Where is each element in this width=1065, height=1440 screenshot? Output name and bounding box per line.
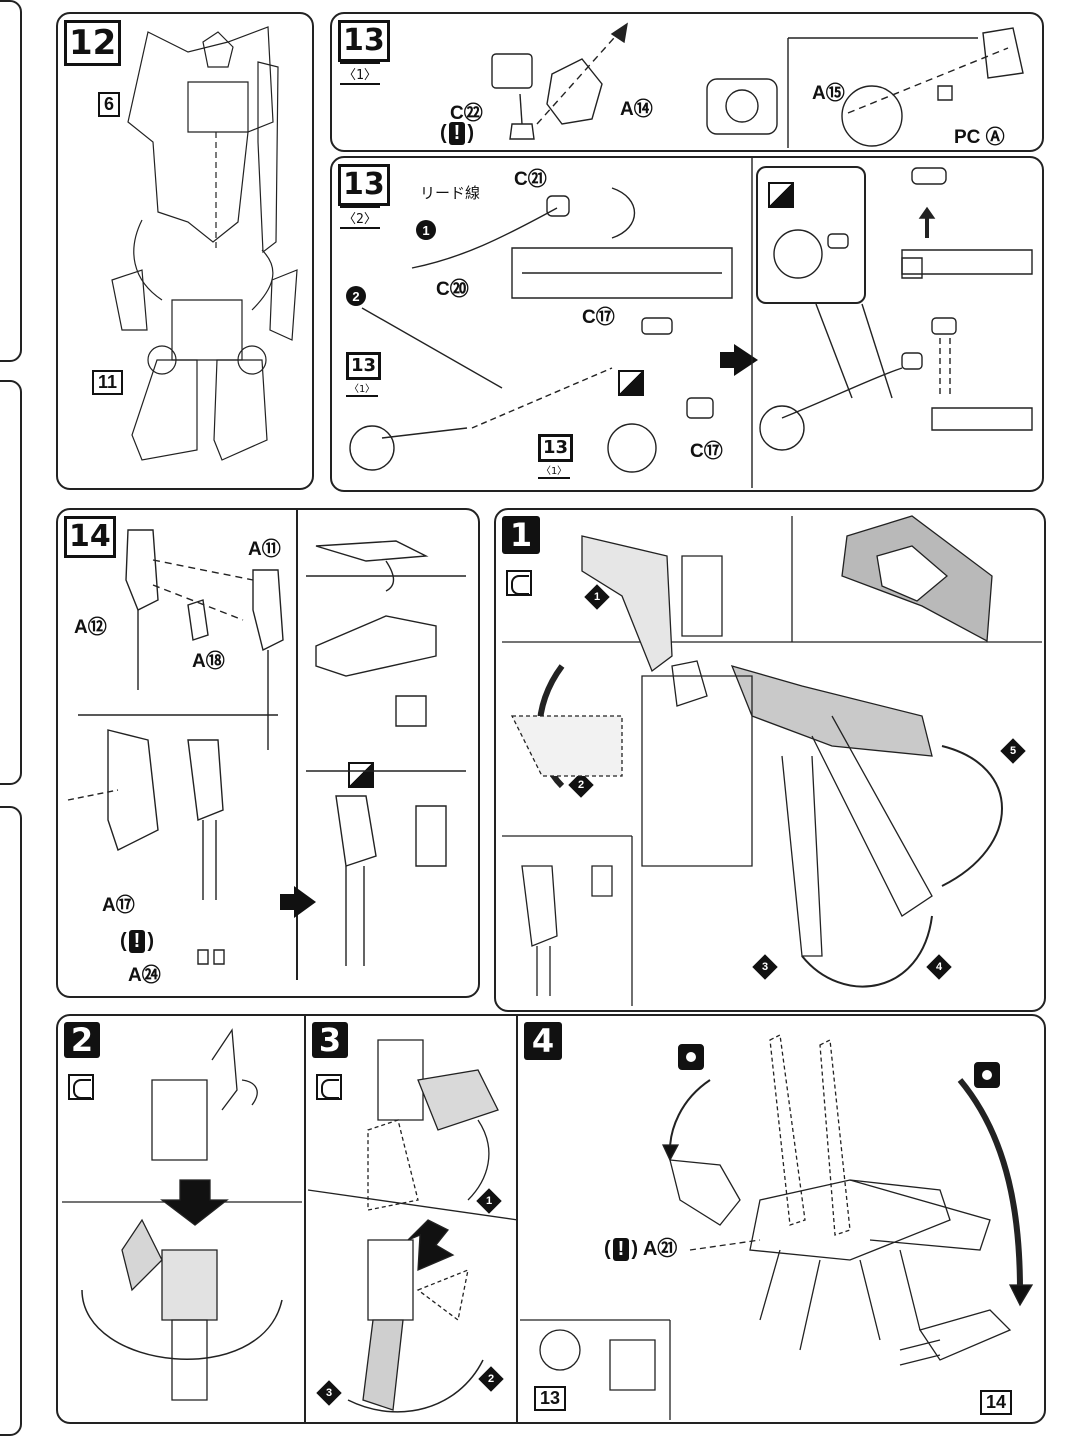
part-label-c17-bottom: C⑰ <box>690 441 723 462</box>
part-label-a12: A⑫ <box>74 617 107 638</box>
transform-4-drawing <box>520 1020 1044 1420</box>
rotate-icon <box>974 1062 1000 1088</box>
order-mark-1: 1 <box>416 220 436 240</box>
transform-2-panel: 2 <box>56 1014 306 1424</box>
part-label-a24: A㉔ <box>128 965 161 986</box>
order-mark-2: 2 <box>346 286 366 306</box>
part-label-a17: A⑰ <box>102 895 135 916</box>
wire-to-arm-drawing <box>752 158 1032 478</box>
caution-open: ( <box>604 1238 611 1260</box>
step-number: 3 <box>312 1022 348 1058</box>
detail-bubble <box>756 166 866 304</box>
part-label-a15: A⑮ <box>812 83 845 104</box>
caution-close: ) <box>467 122 475 144</box>
ball-part-drawing <box>492 24 892 149</box>
caution-open: ( <box>120 930 127 952</box>
step-13-2-panel: 13 〈2〉 リード線 C㉑ C⑳ C⑰ C⑰ 1 2 13 〈1〉 13 〈1… <box>330 156 1044 492</box>
transform-3-drawing <box>308 1020 518 1420</box>
lead-wire-drawing <box>342 178 732 478</box>
caution-close: ) <box>631 1238 639 1260</box>
step-number: 4 <box>524 1022 562 1060</box>
seal-icon <box>618 370 644 396</box>
transform-3-panel: 3 1 2 3 <box>304 1014 518 1424</box>
part-label-a11: A⑪ <box>248 539 281 560</box>
caution-mark: (!) A㉑ <box>604 1232 677 1261</box>
ref-step-13: 13 <box>534 1386 567 1411</box>
part-label-a21: A㉑ <box>642 1238 678 1260</box>
exclamation-icon: ! <box>448 122 466 145</box>
transform-1-panel: 1 1 2 3 4 5 <box>494 508 1046 1012</box>
caution-open: ( <box>440 122 447 144</box>
step-12-panel: 12 6 11 <box>56 12 314 490</box>
step-number: 14 <box>64 516 116 558</box>
part-ref-6: 6 <box>98 92 121 117</box>
part-ref-11: 11 <box>92 370 124 395</box>
ball-assembly-drawing <box>788 18 1038 138</box>
step-sub-number: 〈2〉 <box>340 206 380 229</box>
part-label-c17-top: C⑰ <box>582 307 615 328</box>
part-label-c20: C⑳ <box>436 279 469 300</box>
step-sub-number: 〈1〉 <box>340 62 380 85</box>
caution-close: ) <box>147 930 155 952</box>
step-13-1-panel: 13 〈1〉 C㉒ (!) A⑭ A⑮ PC Ⓐ <box>330 12 1044 152</box>
movable-part-icon <box>506 570 532 596</box>
part-label-a14: A⑭ <box>620 99 653 120</box>
left-fragment-top <box>0 0 22 362</box>
part-label-a18: A⑱ <box>192 651 225 672</box>
seal-icon <box>348 762 374 788</box>
ball-with-connector-drawing <box>768 214 858 294</box>
part-label-c22: C㉒ <box>450 103 483 124</box>
lead-wire-label: リード線 <box>420 185 481 202</box>
robot-upper-body-drawing <box>118 22 298 252</box>
step-number: 13 <box>338 164 390 206</box>
assembled-cannon-drawing <box>306 516 476 986</box>
caution-mark: (!) <box>440 122 474 145</box>
exclamation-icon: ! <box>612 1238 630 1261</box>
next-arrow <box>294 886 316 918</box>
step-number: 12 <box>64 20 122 66</box>
transform-1-drawing <box>502 516 1042 1006</box>
step-number: 13 <box>338 20 390 62</box>
transform-4-panel: 4 (!) A㉑ 13 14 <box>516 1014 1046 1424</box>
part-label-pca: PC Ⓐ <box>954 127 1005 148</box>
step-14-panel: 14 A⑪ A⑫ A⑱ A⑰ (!) A㉔ <box>56 508 480 998</box>
ref-step-13: 13 <box>346 352 382 380</box>
next-arrow-stem <box>280 894 296 910</box>
ref2-step-sub: 〈1〉 <box>538 460 571 479</box>
caution-mark: (!) <box>120 930 154 953</box>
exclamation-icon: ! <box>128 930 146 953</box>
movable-part-icon <box>68 1074 94 1100</box>
step-number: 2 <box>64 1022 100 1058</box>
next-arrow <box>734 344 758 376</box>
ref-step-14: 14 <box>980 1390 1013 1415</box>
cannon-parts-drawing <box>58 520 288 980</box>
left-fragment-middle <box>0 380 22 785</box>
left-fragment-bottom <box>0 806 22 1436</box>
robot-lower-body-drawing <box>102 210 302 470</box>
next-arrow-stem <box>720 352 736 368</box>
seal-icon <box>768 182 794 208</box>
ref-step-sub: 〈1〉 <box>346 378 379 397</box>
movable-part-icon <box>316 1074 342 1100</box>
step-number: 1 <box>502 516 540 554</box>
part-label-c21: C㉑ <box>514 169 547 190</box>
transform-2-drawing <box>62 1020 302 1420</box>
rotate-icon <box>678 1044 704 1070</box>
divider <box>296 510 298 980</box>
